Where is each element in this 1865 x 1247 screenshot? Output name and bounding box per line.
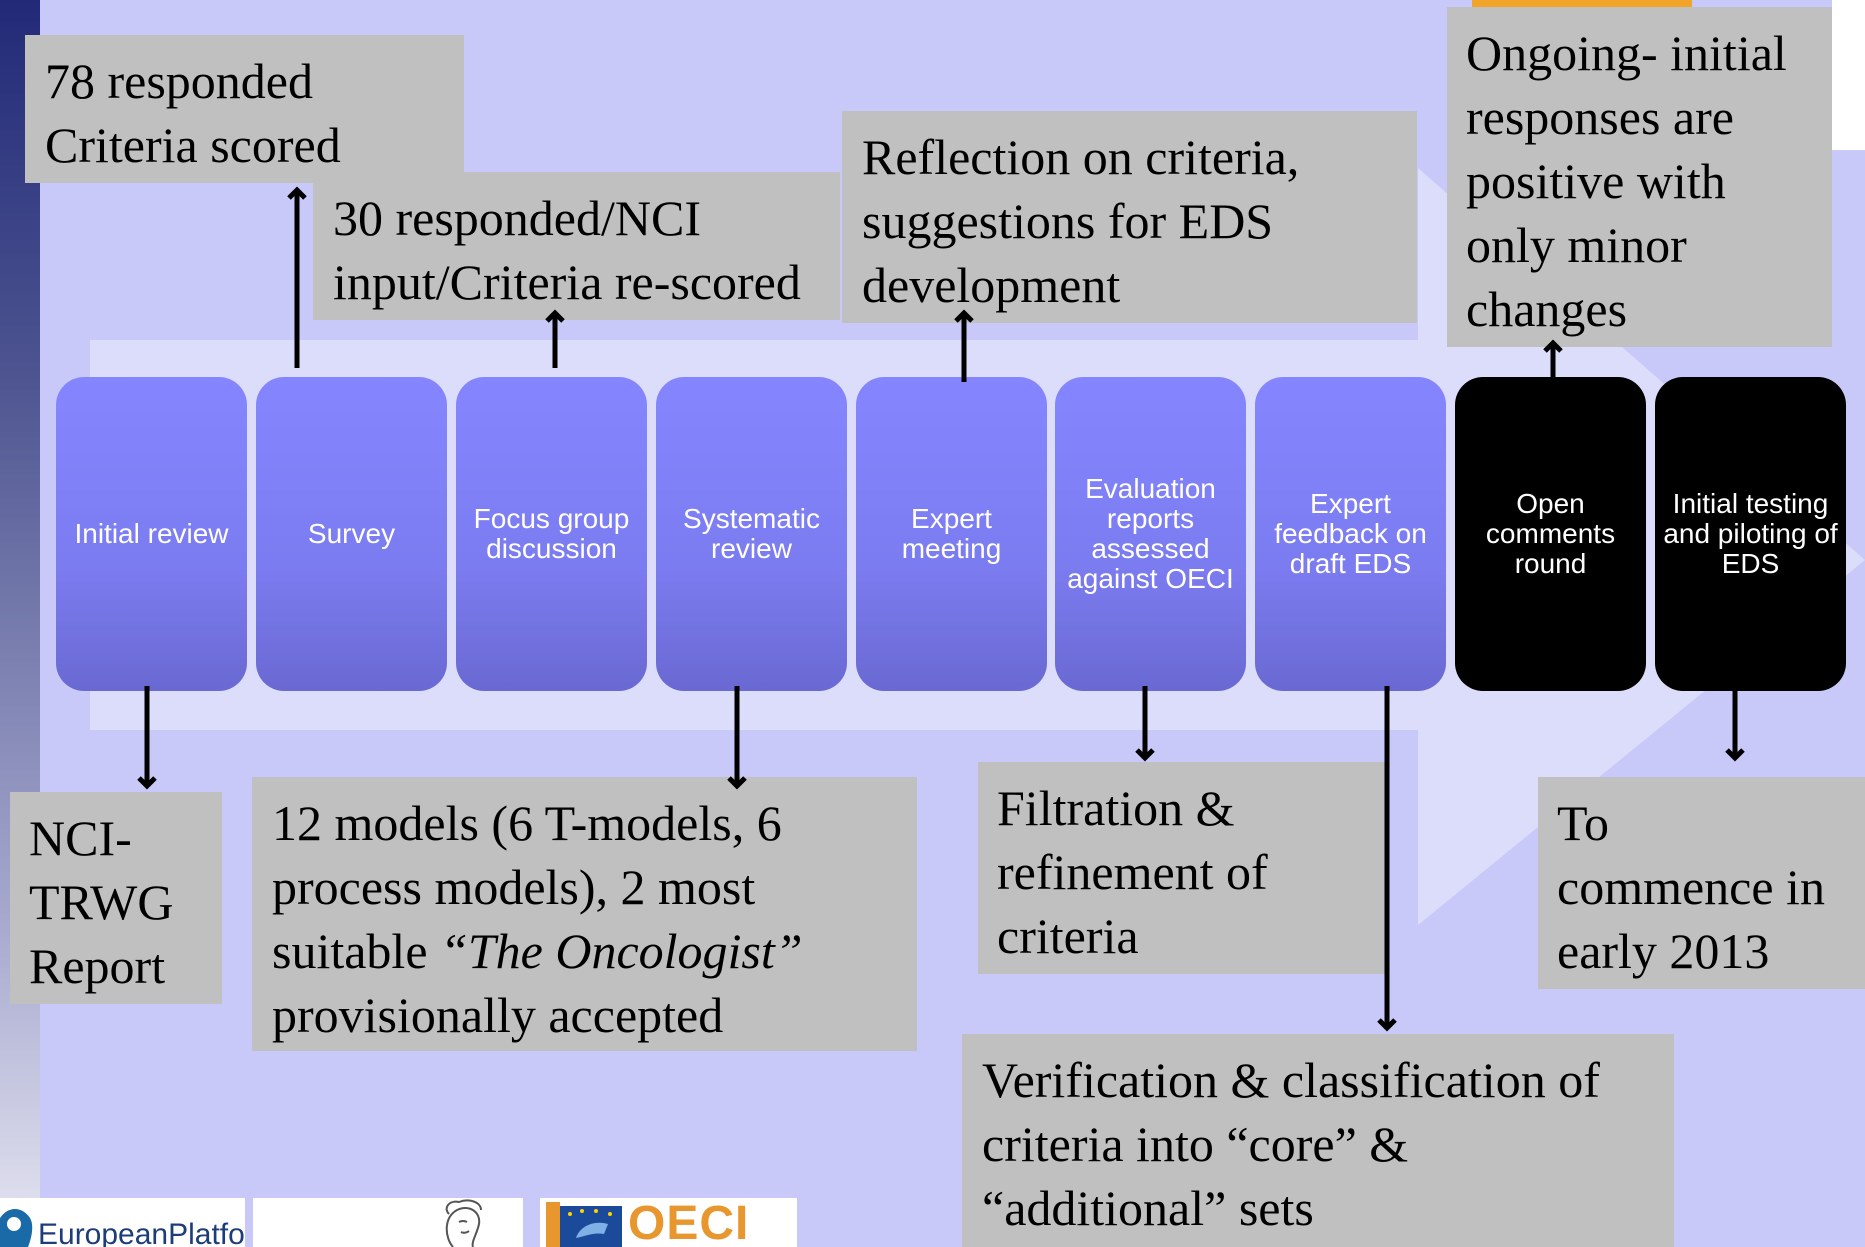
- annotation-line: process models), 2 most: [272, 859, 756, 915]
- step-label: Systematic review: [683, 503, 820, 564]
- european-platform-logo: EuropeanPlatform: [0, 1198, 245, 1247]
- annotation-line: Reflection on criteria,: [862, 129, 1300, 185]
- annotation-line: Report: [29, 938, 166, 994]
- step-label: Initial testing and piloting of EDS: [1663, 488, 1838, 579]
- corner-institute-logo: TUT: [1832, 0, 1865, 150]
- journal-title: “The Oncologist”: [440, 923, 803, 979]
- annotation-line: To: [1557, 795, 1610, 851]
- step-label: Expert meeting: [901, 503, 1002, 564]
- left-gradient-bar: [0, 0, 40, 1247]
- step-evaluation-reports: Evaluation reports assessed against OECI: [1055, 377, 1246, 691]
- annotation-line: responses are: [1466, 89, 1734, 145]
- annotation-line: criteria: [997, 908, 1139, 964]
- annotation-line: only minor: [1466, 217, 1687, 273]
- annotation-line: refinement of: [997, 844, 1268, 900]
- step-open-comments: Open comments round: [1455, 377, 1646, 691]
- oeci-logo: OECI: [540, 1198, 797, 1247]
- step-label: Open comments round: [1485, 488, 1616, 579]
- annotation-line: “additional” sets: [982, 1180, 1314, 1236]
- logo-text: EuropeanPlatform: [38, 1218, 245, 1247]
- annotation-line: TRWG: [29, 874, 174, 930]
- step-survey: Survey: [256, 377, 447, 691]
- annotation-evaluation: Filtration & refinement of criteria: [978, 762, 1386, 974]
- annotation-text: suitable: [272, 923, 441, 979]
- step-label: Initial review: [74, 518, 229, 549]
- step-focus-group: Focus group discussion: [456, 377, 647, 691]
- step-label: Expert feedback on draft EDS: [1274, 488, 1427, 579]
- step-label: Evaluation reports assessed against OECI: [1067, 473, 1234, 594]
- annotation-line: NCI-: [29, 810, 132, 866]
- platform-swirl-icon: [0, 1209, 33, 1247]
- annotation-open-comments: Ongoing- initial responses are positive …: [1447, 7, 1832, 347]
- logo-text: OECI: [628, 1198, 750, 1247]
- annotation-focus-group: 30 responded/NCI input/Criteria re-score…: [313, 172, 840, 320]
- annotation-line: changes: [1466, 281, 1628, 337]
- institute-face-logo: [253, 1198, 523, 1247]
- step-systematic-review: Systematic review: [656, 377, 847, 691]
- annotation-line: 30 responded/NCI: [333, 190, 701, 246]
- annotation-line: positive with: [1466, 153, 1726, 209]
- annotation-line: suggestions for EDS: [862, 193, 1274, 249]
- annotation-expert-meeting: Reflection on criteria, suggestions for …: [842, 111, 1417, 323]
- annotation-initial-review: NCI- TRWG Report: [10, 792, 222, 1004]
- annotation-line: Criteria scored: [45, 117, 341, 173]
- step-label: Survey: [307, 518, 396, 549]
- step-initial-review: Initial review: [56, 377, 247, 691]
- annotation-expert-feedback: Verification & classification of criteri…: [962, 1034, 1674, 1247]
- annotation-line: development: [862, 257, 1121, 313]
- annotation-line: suitable “The Oncologist”: [272, 919, 917, 983]
- annotation-survey: 78 responded Criteria scored: [25, 35, 464, 183]
- annotation-piloting: To commence in early 2013: [1538, 777, 1865, 989]
- face-emblem-icon: [445, 1199, 482, 1247]
- step-expert-feedback: Expert feedback on draft EDS: [1255, 377, 1446, 691]
- annotation-line: 12 models (6 T-models, 6: [272, 795, 782, 851]
- annotation-line: early 2013: [1557, 923, 1770, 979]
- annotation-line: Ongoing- initial: [1466, 25, 1787, 81]
- annotation-systematic-review: 12 models (6 T-models, 6 process models)…: [252, 777, 917, 1051]
- annotation-line: commence in: [1557, 859, 1825, 915]
- annotation-line: criteria into “core” &: [982, 1116, 1409, 1172]
- annotation-line: Filtration &: [997, 780, 1235, 836]
- annotation-line: Verification & classification of: [982, 1052, 1600, 1108]
- annotation-line: provisionally accepted: [272, 987, 724, 1043]
- step-expert-meeting: Expert meeting: [856, 377, 1047, 691]
- annotation-line: 78 responded: [45, 53, 313, 109]
- step-label: Focus group discussion: [473, 503, 630, 564]
- eu-flag-icon: [546, 1202, 622, 1247]
- corner-logo-strip: [1472, 0, 1692, 10]
- annotation-line: input/Criteria re-scored: [333, 254, 801, 310]
- step-initial-testing: Initial testing and piloting of EDS: [1655, 377, 1846, 691]
